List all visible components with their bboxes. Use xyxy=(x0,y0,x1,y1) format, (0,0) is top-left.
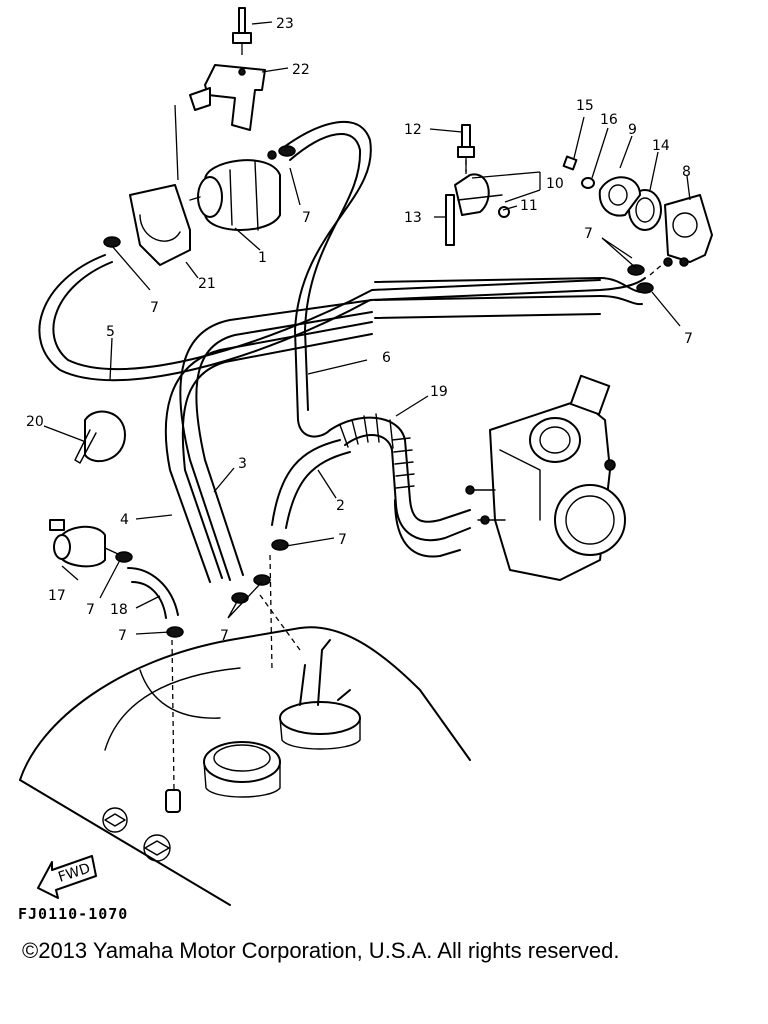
callout-20: 20 xyxy=(26,414,44,430)
callout-16: 16 xyxy=(600,112,618,128)
bolt-23 xyxy=(232,7,252,55)
clamp-assembly-10 xyxy=(445,124,510,246)
vent-hose-19 xyxy=(329,413,471,558)
bracket-22 xyxy=(189,64,266,131)
callout-4: 4 xyxy=(120,512,129,528)
filter-bracket-21 xyxy=(129,184,191,266)
callout-2: 2 xyxy=(336,498,345,514)
callout-21: 21 xyxy=(198,276,216,292)
callout-10: 10 xyxy=(546,176,564,192)
callout-7-left-top: 7 xyxy=(150,300,159,316)
fuel-hoses xyxy=(38,120,646,619)
callout-17: 17 xyxy=(48,588,66,604)
callout-9: 9 xyxy=(628,122,637,138)
leader-lines xyxy=(43,21,691,635)
callout-7-hose-2: 7 xyxy=(338,532,347,548)
assembly-lines xyxy=(171,160,666,791)
drawing-code: FJ0110-1070 xyxy=(18,905,129,923)
callout-7-lower-left: 7 xyxy=(118,628,127,644)
callout-13: 13 xyxy=(404,210,422,226)
callout-14: 14 xyxy=(652,138,670,154)
callout-22: 22 xyxy=(292,62,310,78)
callout-15: 15 xyxy=(576,98,594,114)
callout-3: 3 xyxy=(238,456,247,472)
fuel-cock-assembly xyxy=(562,155,713,267)
fwd-arrow: FWD xyxy=(37,855,97,899)
callout-23: 23 xyxy=(276,16,294,32)
callout-labels: 23 22 12 15 16 9 14 8 10 11 13 7 7 7 1 2… xyxy=(26,16,693,644)
callout-7-lower-center: 7 xyxy=(220,628,229,644)
strap-20 xyxy=(74,410,126,464)
callout-7-right-top: 7 xyxy=(584,226,593,242)
callout-11: 11 xyxy=(520,198,538,214)
hose-clips-7 xyxy=(103,145,654,638)
leader-22-to-21 xyxy=(174,104,179,181)
callout-19: 19 xyxy=(430,384,448,400)
callout-6: 6 xyxy=(382,350,391,366)
callout-7-filter: 7 xyxy=(302,210,311,226)
callout-12: 12 xyxy=(404,122,422,138)
carburetor xyxy=(465,374,626,581)
copyright-notice: ©2013 Yamaha Motor Corporation, U.S.A. A… xyxy=(22,938,620,963)
callout-5: 5 xyxy=(106,324,115,340)
callout-7-valve: 7 xyxy=(86,602,95,618)
callout-1: 1 xyxy=(258,250,267,266)
check-valve-17 xyxy=(49,519,119,568)
fuel-tank xyxy=(19,626,471,906)
callout-18: 18 xyxy=(110,602,128,618)
callout-7-right-bottom: 7 xyxy=(684,331,693,347)
fuel-filter-1 xyxy=(189,150,281,231)
callout-8: 8 xyxy=(682,164,691,180)
